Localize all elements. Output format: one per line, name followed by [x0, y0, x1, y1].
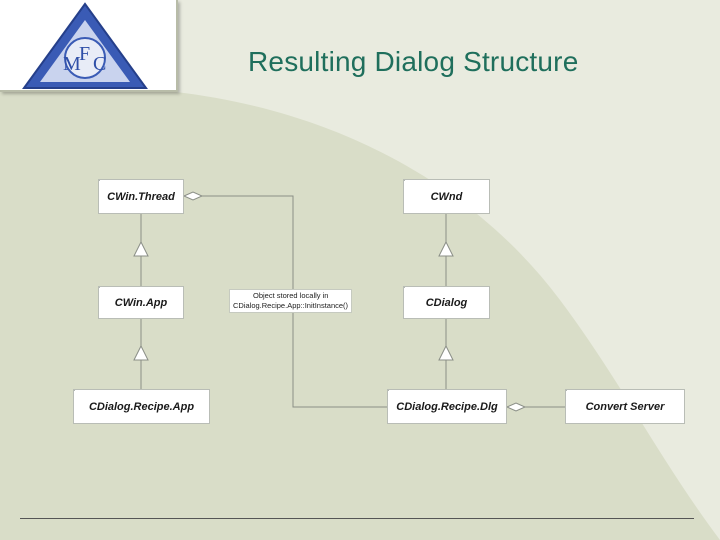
class-cwnd: CWnd [403, 179, 490, 214]
inherit-arrow-cwinapp [133, 344, 149, 361]
note-line-2: CDialog.Recipe.App::InitInstance() [233, 301, 349, 310]
mfc-logo: M F C [0, 0, 178, 92]
aggregation-diamond-cwinthread [182, 191, 204, 201]
aggregation-diamond-recipedlg [505, 402, 527, 412]
note-line-1: Object stored locally in [253, 291, 329, 300]
page-title: Resulting Dialog Structure [248, 46, 579, 77]
mfc-logo-triangle-icon: M F C [22, 2, 148, 89]
logo-letter-f: F [79, 43, 90, 65]
inherit-arrow-cdialog [438, 344, 454, 361]
logo-letter-c: C [93, 53, 106, 75]
uml-note: Object stored locally in CDialog.Recipe.… [229, 289, 353, 313]
footer-divider [20, 518, 694, 519]
inherit-arrow-cwnd [438, 240, 454, 257]
inherit-arrow-cwinthread [133, 240, 149, 257]
class-cwinapp: CWin.App [98, 286, 184, 319]
class-cdialogrecipeapp: CDialog.Recipe.App [73, 389, 210, 424]
class-convertserver: Convert Server [565, 389, 685, 424]
class-cwinthread: CWin.Thread [98, 179, 184, 214]
class-cdialogrecipedlg: CDialog.Recipe.Dlg [387, 389, 507, 424]
logo-letter-m: M [63, 53, 81, 75]
class-cdialog: CDialog [403, 286, 490, 319]
